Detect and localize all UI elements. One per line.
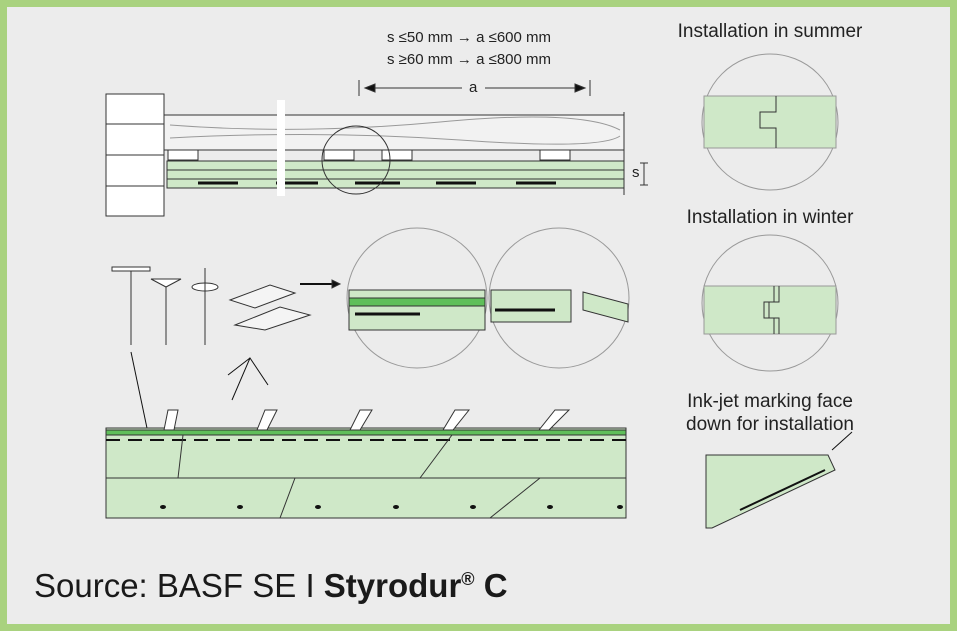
registered-mark: ® (461, 569, 475, 589)
brand-name: Styrodur® C (324, 567, 508, 604)
installation-diagram (105, 53, 853, 529)
section-bottom (105, 409, 627, 519)
rule-2: s ≥60 mm → a ≤800 mm (387, 51, 552, 68)
inkjet-label-2: down for installation (686, 414, 854, 435)
spacing-label: a (469, 79, 478, 96)
rafter (163, 114, 625, 151)
winter-label: Installation in winter (686, 207, 854, 228)
brand-suffix: C (474, 567, 508, 604)
source-caption: Source: BASF SE I Styrodur® C (34, 567, 508, 605)
diagram-frame: s ≤50 mm → a ≤600 mm s ≥60 mm → a ≤800 m… (7, 7, 950, 624)
summer-detail (701, 53, 839, 191)
rule-1: s ≤50 mm → a ≤600 mm (387, 29, 552, 46)
source-prefix: Source: BASF SE I (34, 567, 324, 604)
thickness-label: s (632, 164, 640, 181)
summer-label: Installation in summer (677, 21, 863, 42)
detail-circles (346, 227, 630, 369)
handdrawn-arrow-icon (227, 356, 269, 401)
inkjet-label-1: Ink-jet marking face (687, 391, 853, 412)
winter-detail (701, 234, 839, 372)
brand-text: Styrodur (323, 567, 462, 604)
section-top (105, 80, 648, 217)
inkjet-detail (705, 431, 853, 529)
